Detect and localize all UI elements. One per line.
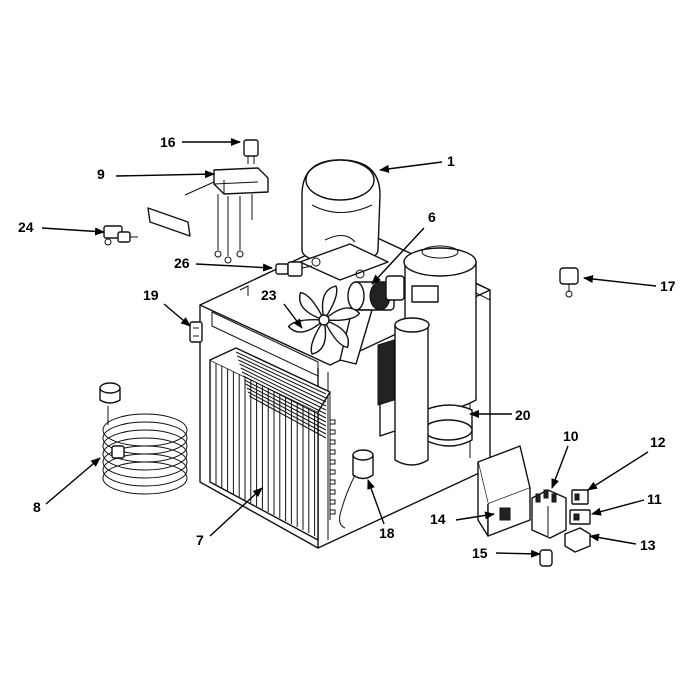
control-box — [477, 445, 531, 537]
callout-label-7: 7 — [196, 532, 204, 548]
ice-chute-tube — [394, 317, 430, 466]
leader-arrow-17 — [583, 275, 657, 287]
leader-arrow-15 — [495, 549, 541, 558]
callout-label-23: 23 — [261, 287, 277, 303]
mounting-bracket — [189, 321, 203, 343]
condenser-coil — [209, 347, 336, 541]
leader-arrow-8 — [45, 457, 101, 505]
leader-arrow-6 — [371, 227, 425, 285]
callout-label-6: 6 — [428, 209, 436, 225]
capacitor — [564, 527, 591, 553]
leader-arrow-23 — [283, 303, 303, 329]
leader-lines — [41, 138, 657, 558]
leader-arrow-7 — [209, 487, 263, 537]
solenoid-valve — [559, 267, 579, 298]
callout-label-12: 12 — [650, 434, 666, 450]
leader-arrow-26 — [195, 263, 273, 272]
compressor — [299, 159, 389, 281]
leader-arrow-18 — [367, 479, 385, 525]
fan-blade — [287, 285, 361, 355]
coiled-tubing — [99, 382, 188, 495]
callout-label-11: 11 — [647, 491, 662, 507]
callout-label-18: 18 — [379, 525, 395, 541]
callout-label-9: 9 — [97, 166, 105, 182]
leader-arrow-14 — [455, 511, 495, 521]
callout-label-10: 10 — [563, 428, 579, 444]
leader-arrow-10 — [551, 445, 569, 489]
callout-label-15: 15 — [472, 545, 488, 561]
callout-label-8: 8 — [33, 499, 41, 515]
callout-label-16: 16 — [160, 134, 176, 150]
clip — [243, 139, 259, 164]
leader-arrow-9 — [115, 170, 215, 179]
callout-label-19: 19 — [143, 287, 159, 303]
float-sensor — [339, 449, 374, 529]
switch-bracket — [147, 167, 269, 264]
leader-arrow-19 — [163, 303, 191, 327]
valve-fitting — [275, 261, 313, 277]
contactor — [531, 489, 567, 539]
leader-arrow-12 — [587, 451, 649, 491]
fan-motor — [339, 275, 405, 365]
callout-label-17: 17 — [660, 278, 676, 294]
callout-label-20: 20 — [515, 407, 531, 423]
callout-label-13: 13 — [640, 537, 656, 553]
callout-label-1: 1 — [447, 153, 455, 169]
terminal-block — [569, 509, 591, 525]
callout-label-24: 24 — [18, 219, 34, 235]
leader-arrow-24 — [41, 227, 105, 236]
callout-label-14: 14 — [430, 511, 446, 527]
leader-arrow-13 — [589, 533, 637, 545]
callout-label-26: 26 — [174, 255, 190, 271]
leader-arrow-11 — [591, 499, 645, 516]
switch-cap — [539, 549, 553, 567]
relay — [571, 489, 589, 505]
pump-assembly — [377, 339, 473, 447]
leader-arrow-1 — [379, 161, 443, 173]
water-valve — [103, 225, 138, 246]
